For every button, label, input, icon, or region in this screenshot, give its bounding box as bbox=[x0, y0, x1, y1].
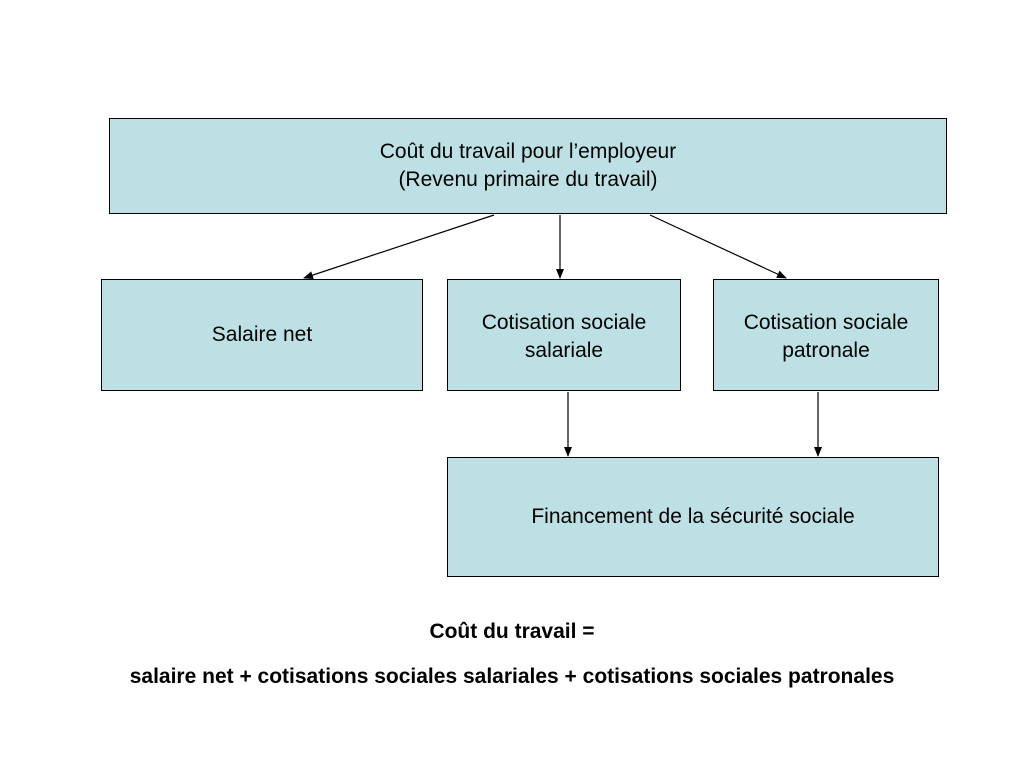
box-cout-du-travail-line2: (Revenu primaire du travail) bbox=[398, 168, 658, 191]
box-cout-du-travail: Coût du travail pour l’employeur (Revenu… bbox=[109, 118, 947, 214]
box-financement-label: Financement de la sécurité sociale bbox=[531, 505, 855, 528]
formula-equation: salaire net + cotisations sociales salar… bbox=[129, 665, 895, 688]
box-cotisation-patronale-line1: Cotisation sociale bbox=[743, 311, 909, 334]
box-cotisation-salariale-line1: Cotisation sociale bbox=[481, 311, 647, 334]
box-cotisation-patronale-line2: patronale bbox=[782, 339, 870, 362]
box-cout-du-travail-line1: Coût du travail pour l’employeur bbox=[379, 140, 677, 163]
arrow-top-to-salaire-net bbox=[303, 214, 495, 279]
box-cotisation-salariale: Cotisation sociale salariale bbox=[447, 279, 681, 391]
arrow-top-to-cotisation-patronale bbox=[649, 214, 787, 279]
box-financement: Financement de la sécurité sociale bbox=[447, 457, 939, 577]
box-salaire-net-label: Salaire net bbox=[211, 323, 313, 346]
box-cotisation-patronale: Cotisation sociale patronale bbox=[713, 279, 939, 391]
box-salaire-net: Salaire net bbox=[101, 279, 423, 391]
formula-title: Coût du travail = bbox=[429, 620, 595, 643]
box-cotisation-salariale-line2: salariale bbox=[524, 339, 604, 362]
